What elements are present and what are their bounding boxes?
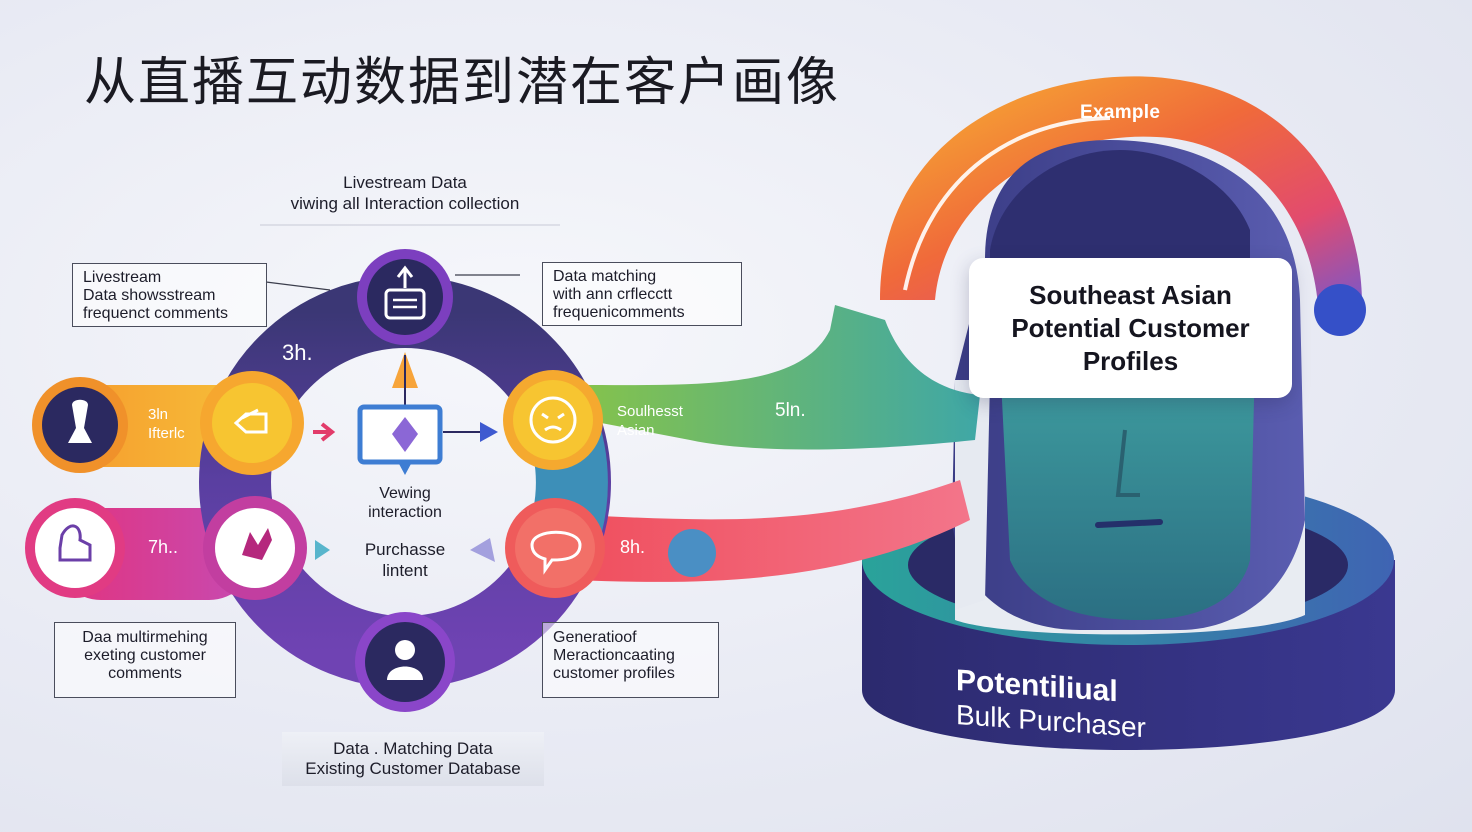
rainbow-arc [880,76,1362,305]
note-line: with ann crflecctt [553,286,673,303]
arrow-bottom-left [315,540,330,560]
note-line: Livestream [83,269,162,286]
nose [1115,429,1140,497]
cycle-label-right-far: 5ln. [775,400,806,421]
hair-front [990,150,1250,262]
node-bottom[interactable] [355,612,455,712]
base-label: Potentiliual Bulk Purchaser [956,664,1146,745]
label-line: Asian [617,422,655,439]
note-bottom-left: Daa multirmehing exeting customer commen… [54,622,236,698]
cycle-label-right: Soulhesst Asian [617,402,683,440]
page-title: 从直播互动数据到潜在客户画像 [84,53,841,113]
note-line: exeting customer [84,647,206,664]
label-line: Purchasse [364,540,446,559]
note-bottom-right: Generatioof Meractioncaating customer pr… [542,622,719,698]
label-line: 3ln [148,406,169,423]
note-line: customer profiles [553,665,675,682]
center-label-viewing: Vewing interaction [345,484,465,522]
hand-heart-icon [242,528,272,560]
note-top-right: Data matching with ann crflecctt frequen… [542,262,742,326]
label-line: interaction [368,504,442,521]
document-upload-icon [384,265,426,320]
note-line: comments [108,665,182,682]
flow-end-dot [668,529,716,577]
hand-gift-icon [58,524,92,562]
label-line: Soulhesst [617,403,683,420]
node-top[interactable] [357,249,453,345]
node-bottom-left-inner[interactable] [203,496,307,600]
cycle-label-bottom-right: 8h. [620,537,646,557]
center-label-purchase: Purchasse lintent [345,539,465,581]
note-line: Data matching [553,268,657,285]
keyhole-icon [68,399,92,443]
note-top-left: Livestream Data showsstream frequenct co… [72,263,267,327]
connector-top-left [265,281,331,291]
card-line: Profiles [1082,345,1179,376]
arrow-out-head [480,422,498,442]
card-line: Southeast Asian [1029,279,1232,310]
face [1000,360,1255,620]
arrow-into-center [313,422,336,442]
chat-bubble-icon [530,530,582,575]
node-bottom-right[interactable] [505,498,605,598]
user-icon [387,640,423,680]
existing-customer-database-label: Data . Matching Data Existing Customer D… [282,732,544,786]
node-left-inner[interactable] [200,371,304,475]
label-line: Vewing [379,485,431,502]
db-line-1: Data . Matching Data [333,739,493,758]
profile-card: Southeast Asian Potential Customer Profi… [969,258,1292,398]
note-line: Daa multirmehing [82,629,208,646]
cycle-label-left: 3ln Ifterlc [148,405,185,443]
db-line-2: Existing Customer Database [305,759,521,778]
arrow-bottom-right [470,538,495,562]
cycle-label-bottom-left: 7h.. [148,537,179,557]
note-line: Meractioncaating [553,647,675,664]
example-label: Example [1080,102,1161,123]
arc-highlight [903,116,1111,291]
note-line: Data showsstream [83,287,216,304]
note-line: Generatioof [553,629,637,646]
node-right[interactable] [503,370,603,470]
label-line: Ifterlc [148,425,185,442]
arc-end-dot [1314,284,1366,336]
monitor-icon [357,404,443,475]
note-line: frequenct comments [83,305,228,322]
cycle-label-top: 3h. [282,340,313,365]
node-bottom-left-outer[interactable] [25,498,125,598]
mouth [1095,519,1163,528]
tag-icon [233,408,268,434]
card-line: Potential Customer [1011,312,1250,343]
caption-line-2: viwing all Interaction collection [290,194,520,213]
caption-line-1: Livestream Data [343,173,467,192]
livestream-data-caption: Livestream Data viwing all Interaction c… [240,172,570,214]
note-line: frequenicomments [553,304,685,321]
flow-arrow-green [575,305,980,450]
label-line: lintent [382,561,428,580]
node-left-outer[interactable] [32,377,128,473]
face-icon [529,396,577,444]
